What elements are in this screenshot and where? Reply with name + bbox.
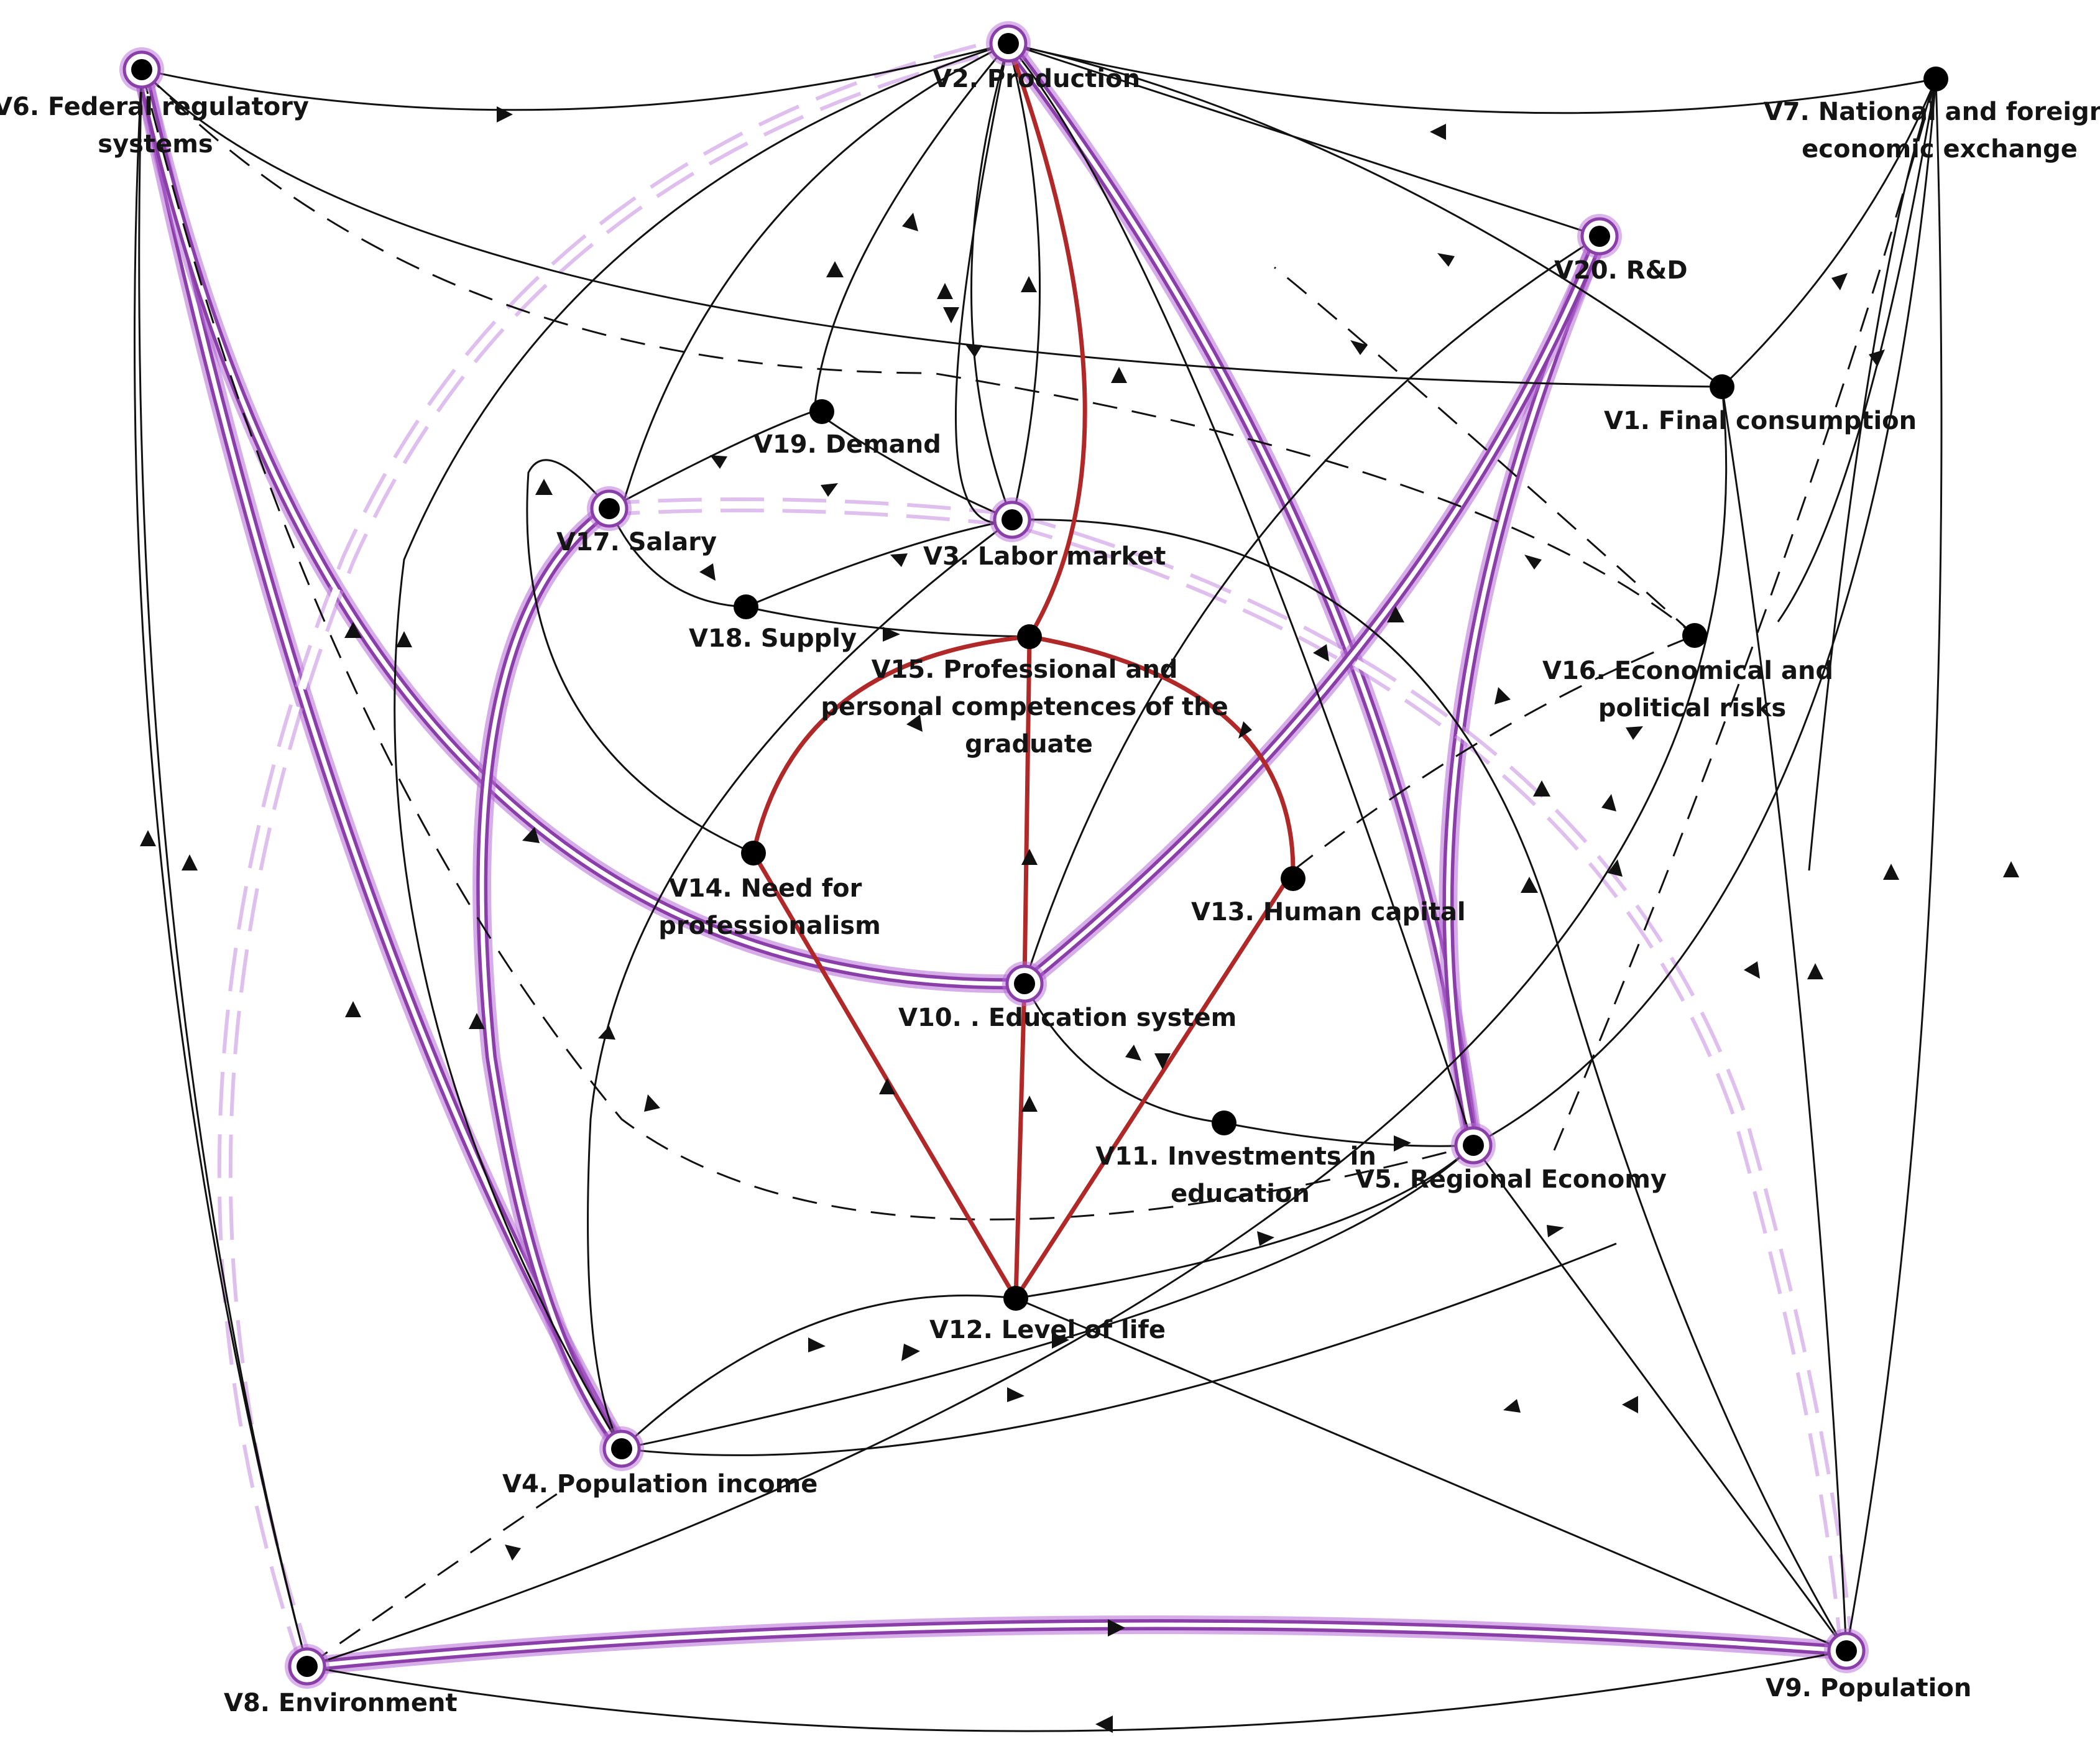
- label-v6-line2: systems: [98, 130, 213, 159]
- label-v10: V10. . Education system: [898, 1004, 1237, 1032]
- label-v16-line2: political risks: [1598, 694, 1786, 723]
- label-v15-line2: personal competences of the: [821, 693, 1228, 721]
- edge-arrowheads: [140, 106, 2019, 1733]
- label-v1: V1. Final consumption: [1604, 407, 1917, 435]
- red-path-edges: [751, 42, 1296, 1300]
- node-v1[interactable]: [1710, 374, 1734, 399]
- label-v15-line1: V15. Professional and: [872, 655, 1178, 684]
- node-v15[interactable]: [1017, 624, 1042, 649]
- node-v20[interactable]: [1577, 214, 1622, 259]
- label-v14-line1: V14. Need for: [669, 874, 862, 903]
- label-v3: V3. Labor market: [923, 542, 1166, 571]
- label-v14-line2: professionalism: [658, 912, 881, 940]
- label-v14: V14. Need for professionalism: [658, 874, 881, 940]
- label-v15-line3: graduate: [965, 730, 1093, 759]
- node-v12[interactable]: [1003, 1286, 1028, 1311]
- label-v19: V19. Demand: [753, 430, 941, 459]
- label-v8: V8. Environment: [224, 1689, 458, 1717]
- node-v2[interactable]: [986, 21, 1031, 66]
- label-v7: V7. National and foreign economic exchan…: [1764, 98, 2100, 164]
- node-v8[interactable]: [285, 1644, 329, 1689]
- label-v16-line1: V16. Economical and: [1542, 657, 1833, 685]
- node-v18[interactable]: [734, 594, 758, 619]
- label-v11-line2: education: [1171, 1180, 1310, 1208]
- node-v14[interactable]: [741, 841, 766, 866]
- node-v3[interactable]: [990, 497, 1034, 542]
- label-v2: V2. Production: [933, 65, 1140, 93]
- causal-edges: [134, 42, 1943, 1732]
- node-labels: V1. Final consumption V2. Production V3.…: [0, 65, 2100, 1717]
- label-v9: V9. Population: [1766, 1674, 1971, 1702]
- label-v7-line2: economic exchange: [1802, 135, 2078, 164]
- label-v6: V6. Federal regulatory systems: [0, 93, 318, 159]
- node-v4[interactable]: [599, 1426, 644, 1471]
- label-v11-line1: V11. Investments in: [1095, 1142, 1376, 1171]
- node-v19[interactable]: [809, 399, 834, 424]
- node-v11[interactable]: [1212, 1111, 1237, 1135]
- node-v17[interactable]: [587, 486, 632, 531]
- label-v4: V4. Population income: [502, 1470, 817, 1499]
- nodes: [119, 21, 1948, 1689]
- node-v6[interactable]: [119, 47, 164, 92]
- label-v15: V15. Professional and personal competenc…: [821, 655, 1237, 759]
- node-v10[interactable]: [1002, 961, 1047, 1006]
- label-v13: V13. Human capital: [1191, 898, 1466, 926]
- label-v5: V5. Regional Economy: [1355, 1165, 1667, 1194]
- label-v16: V16. Economical and political risks: [1542, 657, 1842, 723]
- label-v11: V11. Investments in education: [1095, 1142, 1385, 1208]
- node-v9[interactable]: [1824, 1628, 1869, 1673]
- node-v13[interactable]: [1281, 866, 1306, 891]
- node-v5[interactable]: [1451, 1123, 1496, 1168]
- node-v7[interactable]: [1923, 67, 1948, 91]
- label-v12: V12. Level of life: [929, 1316, 1166, 1344]
- highlighted-edges: [132, 36, 1854, 1676]
- label-v17: V17. Salary: [556, 528, 717, 556]
- label-v6-line1: V6. Federal regulatory: [0, 93, 309, 121]
- label-v20: V20. R&D: [1554, 256, 1688, 285]
- label-v18: V18. Supply: [689, 624, 857, 653]
- label-v7-line1: V7. National and foreign: [1764, 98, 2100, 126]
- dashed-edges: [140, 68, 1937, 1668]
- node-v16[interactable]: [1682, 623, 1707, 648]
